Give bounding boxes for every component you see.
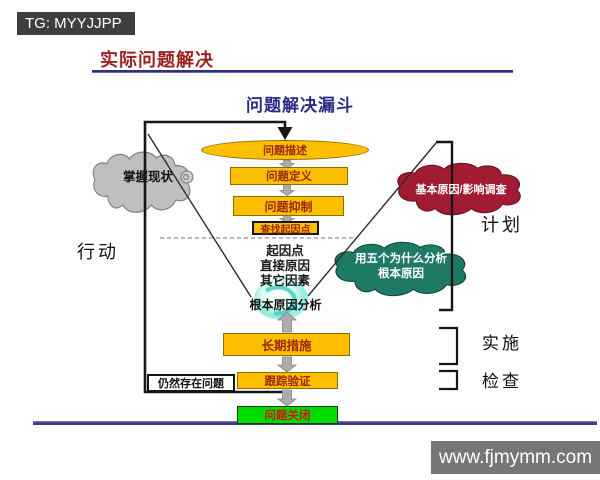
title-underline [92,70,513,73]
funnel-item-direct-cause: 直接原因 [259,259,310,273]
down-arrow-icon [278,160,296,169]
feedback-loop-line [143,120,287,394]
check-bracket [439,369,459,391]
flow-arrows [276,160,298,407]
diagram-title: 问题解决漏斗 [246,96,354,115]
down-arrow-icon [276,389,298,407]
step-problem-containment: 问题抑制 [233,196,344,216]
cloud-swirl-icon [180,170,194,184]
down-arrow-icon [278,184,296,196]
step-problem-description: 问题描述 [201,140,369,160]
step-problem-closed: 问题关闭 [237,406,338,424]
swirl-highlight-icon [271,290,291,309]
step-problem-definition: 问题定义 [230,167,348,185]
funnel-right-edge [307,142,437,297]
pdca-action-label: 行动 [77,242,119,262]
up-arrow-icon [276,311,298,333]
do-bracket [439,326,459,366]
step-find-cause-point: 查找起因点 [252,221,319,236]
plan-bracket [436,140,454,312]
funnel-item-other-factors: 其它因素 [259,274,310,288]
down-arrow-icon [276,356,298,373]
pdca-do-label: 实施 [482,334,522,353]
funnel-item-cause-point: 起因点 [266,244,304,258]
cloud-swirl-inner-icon [183,174,189,180]
website-watermark-badge: www.fjmymm.com [431,441,600,474]
down-arrow-icon [278,215,296,223]
problem-still-exists-label: 仍然存在问题 [147,374,235,392]
tg-watermark-badge: TG: MYYJJPP [17,12,135,35]
current-state-cloud-label: 掌握现状 [122,170,173,184]
feedback-arrowhead-icon [277,127,293,140]
pdca-check-label: 检查 [482,372,522,391]
pdca-plan-label: 计划 [481,215,523,235]
basic-cause-cloud-label: 基本原因/影响调查 [415,184,507,196]
swirl-stroke-icon [264,285,297,316]
funnel-left-edge [147,133,252,298]
page-title: 实际问题解决 [100,50,214,70]
step-long-term-measures: 长期措施 [223,333,350,356]
five-why-cloud-label-line1: 用五个为什么分析 [355,253,447,265]
five-why-cloud-label-line2: 根本原因 [378,268,424,280]
root-cause-analysis-label: 根本原因分析 [249,298,322,312]
step-tracking-verification: 跟踪验证 [237,372,338,389]
